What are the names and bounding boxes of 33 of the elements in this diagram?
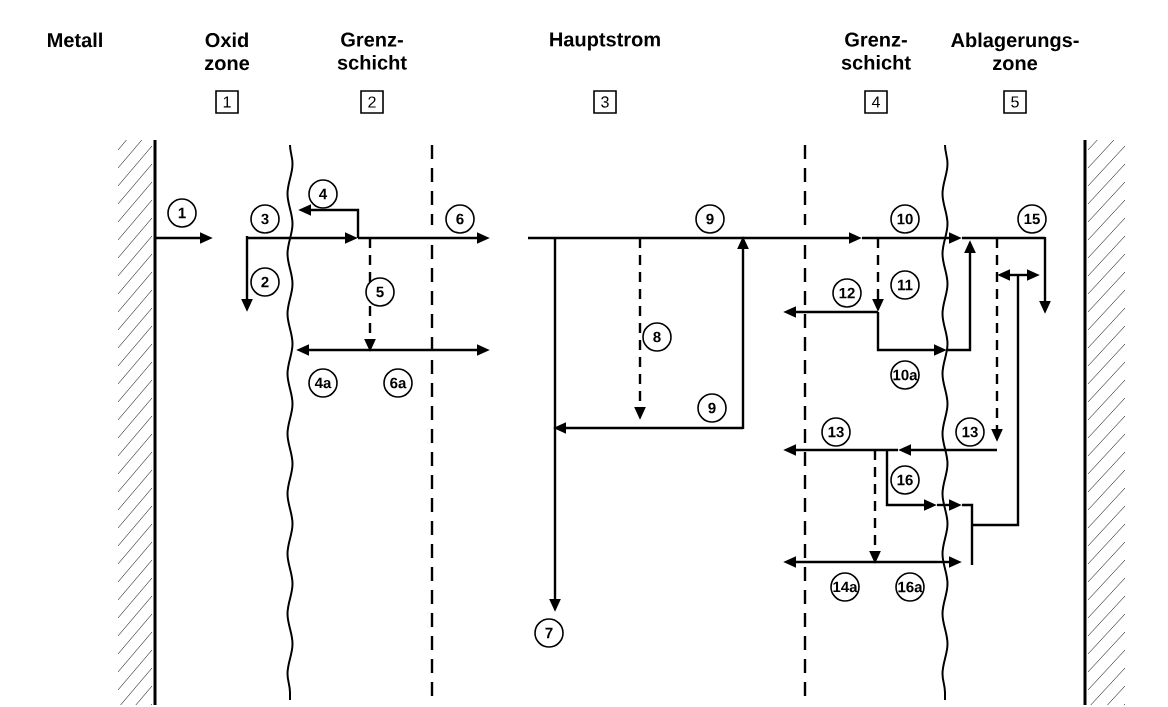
zone-heading: Ablagerungs- zone (951, 32, 1079, 71)
circled-number: 12 (832, 278, 862, 308)
zone-heading: Hauptstrom (550, 32, 660, 51)
circled-number: 9 (695, 204, 725, 234)
circled-number: 13 (955, 417, 985, 447)
zone-heading: Oxid zone (205, 32, 250, 71)
circled-number: 14a (830, 572, 860, 602)
zone-heading: Grenz- schicht (337, 32, 407, 70)
circled-number: 10 (890, 204, 920, 234)
circled-number: 16a (895, 572, 925, 602)
zone-number-box: 4 (864, 90, 888, 114)
zone-heading: Grenz- schicht (841, 32, 911, 70)
zone-number-box: 1 (215, 90, 239, 114)
circled-number: 16 (890, 465, 920, 495)
zone-number-box: 3 (593, 90, 617, 114)
circled-number: 13 (821, 417, 851, 447)
circled-number: 9 (697, 393, 727, 423)
zone-heading: Metall (48, 32, 102, 48)
circled-number: 10a (890, 360, 920, 390)
circled-number: 1 (167, 198, 197, 228)
circled-number: 8 (642, 322, 672, 352)
circled-number: 7 (534, 618, 564, 648)
circled-number: 3 (250, 204, 280, 234)
circled-number: 11 (890, 270, 920, 300)
circled-number: 6 (445, 204, 475, 234)
circled-number: 15 (1017, 204, 1047, 234)
zone-number-box: 5 (1003, 90, 1027, 114)
circled-number: 4a (308, 368, 338, 398)
zone-number-box: 2 (360, 90, 384, 114)
circled-number: 4 (308, 179, 338, 209)
circled-number: 6a (383, 368, 413, 398)
circled-number: 2 (250, 267, 280, 297)
circled-number: 5 (365, 277, 395, 307)
